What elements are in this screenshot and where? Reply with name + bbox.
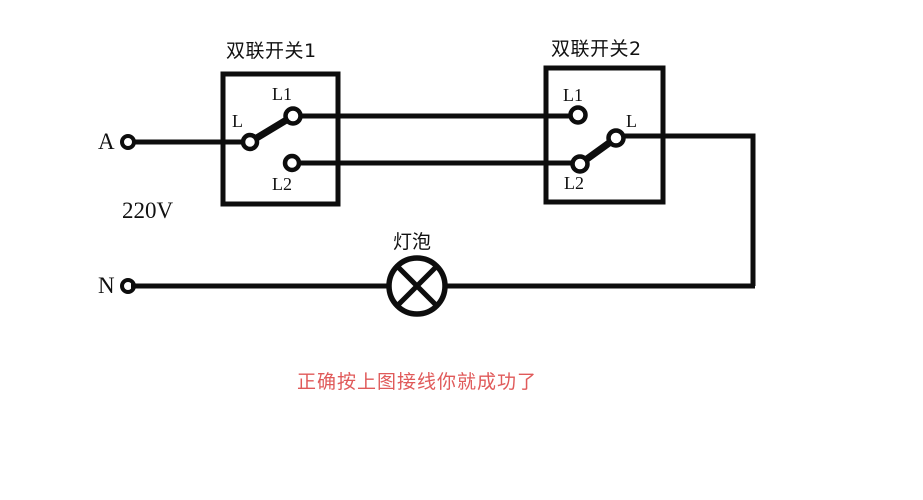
- switch2-terminal-common[interactable]: [606, 128, 626, 148]
- instruction-caption: 正确按上图接线你就成功了: [297, 371, 538, 393]
- switch1-terminal-l2[interactable]: [282, 153, 302, 173]
- switch2-terminal-l2[interactable]: [570, 154, 590, 174]
- switch1-enclosure: [220, 71, 341, 207]
- switch2-title: 双联开关2: [551, 38, 642, 60]
- lamp-label: 灯泡: [393, 231, 432, 253]
- switch1-label-common: L: [232, 111, 243, 131]
- switch2-terminal-l1[interactable]: [568, 105, 588, 125]
- neutral-terminal-label: N: [98, 273, 115, 298]
- switch2-label-common: L: [626, 111, 637, 131]
- supply-voltage-label: 220V: [122, 198, 174, 223]
- terminal-dot-live: [120, 134, 136, 150]
- switch2-label-l1: L1: [563, 85, 583, 105]
- switch1-title: 双联开关1: [226, 40, 317, 62]
- switch2-label-l2: L2: [564, 173, 584, 193]
- switch1-label-l1: L1: [272, 84, 292, 104]
- switch1-terminal-l1[interactable]: [283, 106, 303, 126]
- lamp-symbol-cross-b: [395, 264, 439, 308]
- switch1-label-l2: L2: [272, 174, 292, 194]
- switch1-terminal-common[interactable]: [240, 132, 260, 152]
- wire-switch2-common-return: [623, 133, 756, 286]
- live-terminal-label: A: [98, 129, 115, 154]
